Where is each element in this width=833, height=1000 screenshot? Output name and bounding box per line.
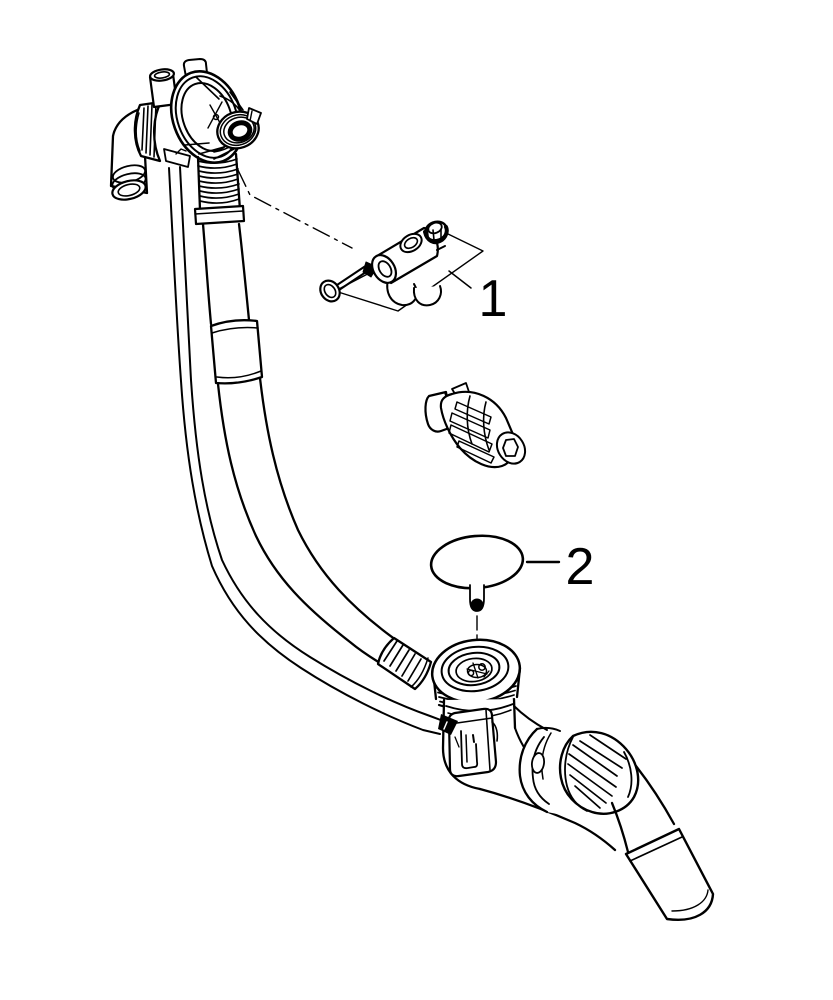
screw bbox=[319, 261, 378, 303]
outlet-sleeve bbox=[624, 827, 715, 921]
drain-center-mechanism bbox=[466, 662, 490, 679]
cable-bracket bbox=[163, 148, 191, 168]
front-collar bbox=[216, 107, 262, 150]
overflow-housing bbox=[109, 58, 262, 201]
vent-cylinder bbox=[148, 68, 179, 109]
dome-cap bbox=[429, 534, 525, 590]
dash-dot-leader bbox=[237, 169, 353, 249]
part1-rocker-assembly bbox=[319, 220, 449, 307]
cable-actuator-box bbox=[447, 707, 499, 778]
nut bbox=[423, 220, 449, 245]
outlet-union-nut bbox=[558, 730, 640, 815]
pipe-collar bbox=[193, 204, 246, 226]
pipe-sleeve bbox=[209, 319, 264, 385]
outlet-elbow bbox=[518, 726, 575, 816]
outlet-pipe bbox=[610, 764, 676, 854]
callout-label-2: 2 bbox=[566, 538, 595, 596]
hex-socket bbox=[502, 438, 519, 457]
callout-1-leader bbox=[448, 270, 472, 289]
housing-union-nut bbox=[133, 100, 163, 163]
callout-label-1: 1 bbox=[479, 270, 508, 328]
cage-struts bbox=[184, 76, 247, 160]
overflow-pipe bbox=[201, 222, 398, 665]
control-cable bbox=[168, 166, 447, 735]
cable-clip bbox=[438, 714, 458, 735]
drain-flange bbox=[430, 638, 522, 713]
callout-1: 1 bbox=[448, 270, 508, 328]
corrugated-connector bbox=[193, 152, 246, 226]
waste-drain-assembly bbox=[376, 636, 715, 921]
callout-2: 2 bbox=[525, 538, 595, 596]
cartridge-part bbox=[424, 382, 527, 469]
pipe-union-nut bbox=[376, 636, 433, 691]
dome-cap-part bbox=[429, 534, 525, 648]
